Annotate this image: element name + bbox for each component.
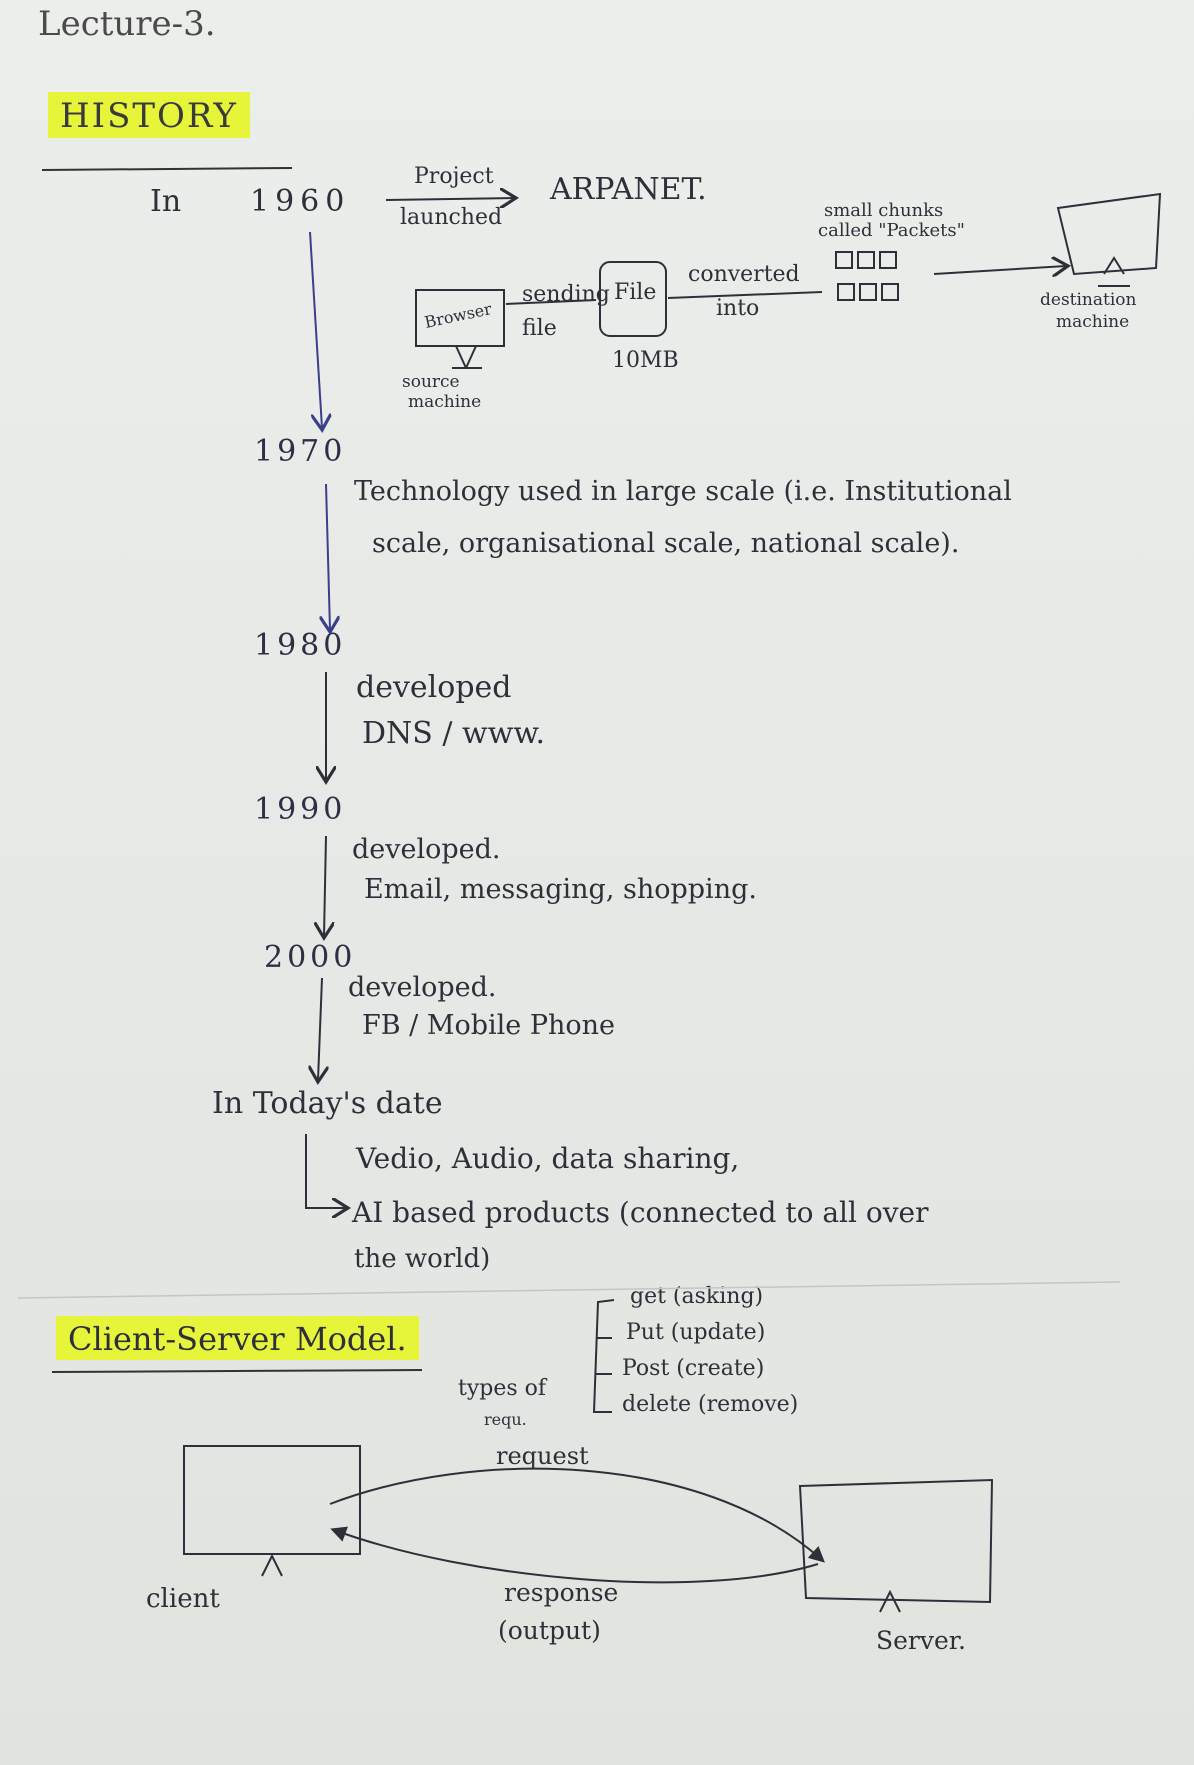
- destination-stand: [1098, 256, 1130, 287]
- text-1970-line2: scale, organisational scale, national sc…: [372, 528, 960, 559]
- project-arrow: [385, 198, 514, 200]
- source-label-2: machine: [408, 392, 482, 412]
- file-label: File: [614, 280, 657, 305]
- types-label-1: types of: [458, 1376, 547, 1401]
- server-stand: [879, 1589, 901, 1613]
- response-label: response: [504, 1578, 619, 1607]
- client-box: [183, 1445, 361, 1555]
- text-1980-line2: DNS / www.: [362, 716, 546, 751]
- packets-grid: [835, 251, 899, 301]
- timeline-arrow-2000: [318, 977, 322, 1080]
- converted-label-1: converted: [688, 262, 800, 287]
- file-box: [599, 261, 667, 337]
- source-label-1: source: [402, 372, 460, 392]
- req-type-post: Post (create): [622, 1356, 765, 1381]
- packets-arrow: [933, 266, 1066, 274]
- today-line1: Vedio, Audio, data sharing,: [356, 1142, 740, 1175]
- year-1960: 1960: [250, 184, 351, 219]
- request-curve: [329, 1467, 825, 1563]
- today-line3: the world): [354, 1244, 491, 1274]
- client-label: client: [146, 1584, 220, 1614]
- today-arrow: [305, 1134, 346, 1208]
- response-curve: [330, 1526, 819, 1584]
- server-box: [798, 1478, 994, 1604]
- text-1980-line1: developed: [356, 670, 512, 705]
- browser-box: [415, 289, 505, 347]
- req-type-put: Put (update): [626, 1320, 766, 1345]
- lecture-title: Lecture-3.: [38, 4, 216, 44]
- req-type-delete: delete (remove): [622, 1392, 799, 1417]
- history-heading: HISTORY: [48, 92, 250, 138]
- year-1970: 1970: [254, 434, 347, 469]
- text-2000-line1: developed.: [348, 972, 497, 1003]
- types-label-2: requ.: [484, 1410, 527, 1429]
- text-2000-line2: FB / Mobile Phone: [362, 1010, 616, 1041]
- timeline-arrow-1970: [326, 483, 330, 630]
- client-server-heading: Client-Server Model.: [56, 1316, 419, 1360]
- types-ticks: [596, 1337, 612, 1375]
- year-1990: 1990: [254, 792, 347, 827]
- history-underline: [41, 167, 293, 171]
- today-line2: AI based products (connected to all over: [352, 1196, 929, 1229]
- converted-label-2: into: [716, 296, 760, 321]
- arpanet-label: ARPANET.: [550, 172, 707, 207]
- file-size: 10MB: [612, 348, 679, 373]
- arrow-top-label: Project: [414, 164, 494, 189]
- text-1990-line1: developed.: [352, 834, 501, 865]
- destination-box: [1056, 192, 1162, 276]
- year-2000: 2000: [264, 940, 357, 975]
- in-label: In: [150, 184, 182, 219]
- destination-label-1: destination: [1040, 290, 1137, 310]
- types-bracket: [592, 1299, 615, 1413]
- source-machine-stand: [452, 345, 482, 369]
- today-label: In Today's date: [212, 1086, 443, 1121]
- text-1970-line1: Technology used in large scale (i.e. Ins…: [354, 476, 1012, 507]
- section-divider: [17, 1281, 1121, 1299]
- text-1990-line2: Email, messaging, shopping.: [364, 874, 757, 905]
- sending-line: [505, 299, 597, 305]
- chunks-label-1: small chunks: [824, 200, 944, 221]
- client-server-underline: [51, 1369, 423, 1373]
- arrow-bottom-label: launched: [400, 205, 503, 230]
- converted-line: [667, 291, 823, 299]
- sending-label-2: file: [522, 316, 557, 341]
- output-label: (output): [498, 1616, 601, 1645]
- destination-label-2: machine: [1056, 312, 1130, 332]
- timeline-arrow-1960: [309, 231, 322, 428]
- request-label: request: [496, 1442, 589, 1470]
- timeline-arrow-1990: [324, 835, 326, 936]
- chunks-label-2: called "Packets": [818, 220, 965, 241]
- server-label: Server.: [876, 1626, 966, 1655]
- client-stand: [261, 1553, 283, 1577]
